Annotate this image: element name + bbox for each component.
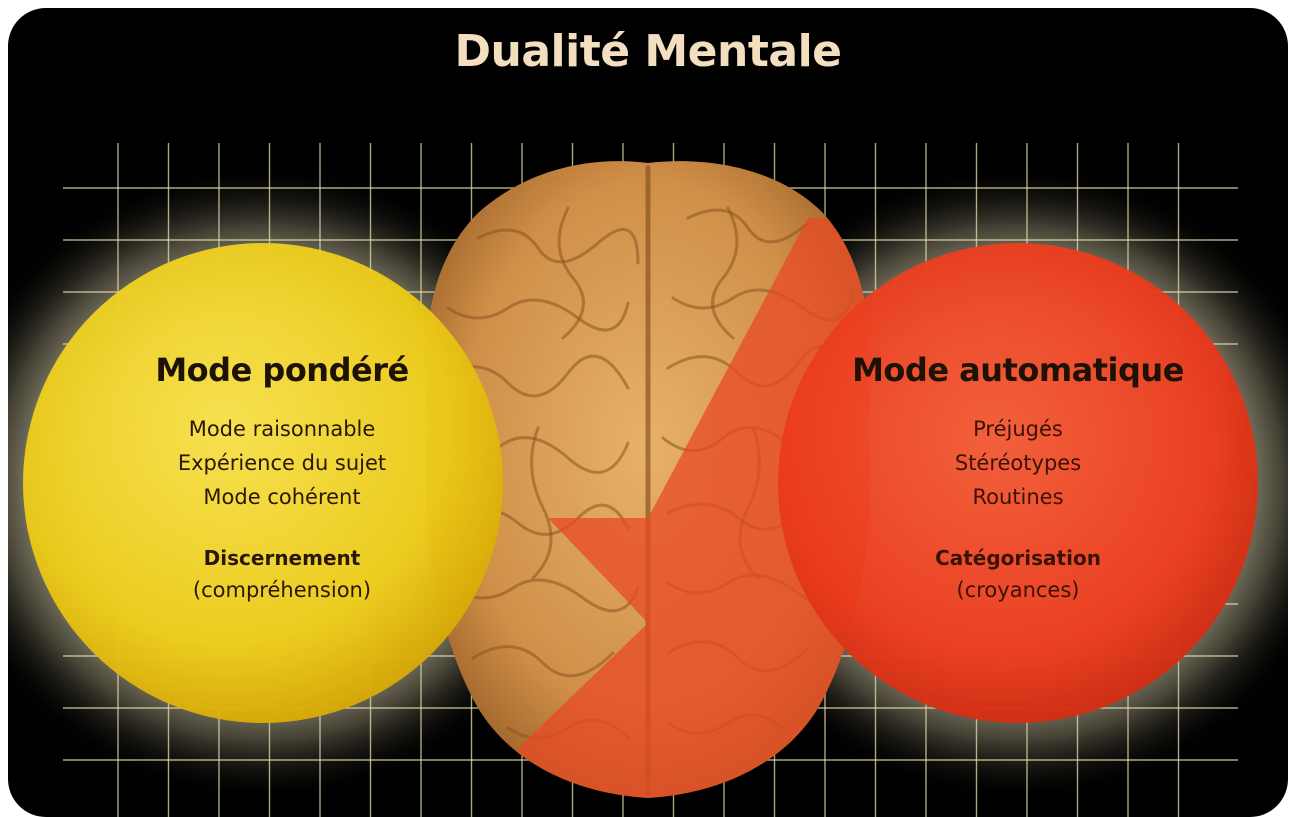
right-mode-line-1: Préjugés [798,412,1238,446]
right-mode-term-sub: (croyances) [798,574,1238,606]
diagram-title: Dualité Mentale [8,22,1288,82]
right-mode-line-3: Routines [798,480,1238,514]
right-mode-line-2: Stéréotypes [798,446,1238,480]
left-mode-term: Discernement [62,542,502,574]
right-mode-term: Catégorisation [798,542,1238,574]
left-mode-line-2: Expérience du sujet [62,446,502,480]
right-mode-text: Mode automatique Préjugés Stéréotypes Ro… [798,350,1238,606]
right-mode-heading: Mode automatique [798,350,1238,390]
left-mode-term-sub: (compréhension) [62,574,502,606]
left-mode-text: Mode pondéré Mode raisonnable Expérience… [62,350,502,606]
left-mode-heading: Mode pondéré [62,350,502,390]
left-mode-line-1: Mode raisonnable [62,412,502,446]
left-mode-line-3: Mode cohérent [62,480,502,514]
diagram-panel: Dualité Mentale Mode pondéré Mode raison… [8,8,1288,817]
